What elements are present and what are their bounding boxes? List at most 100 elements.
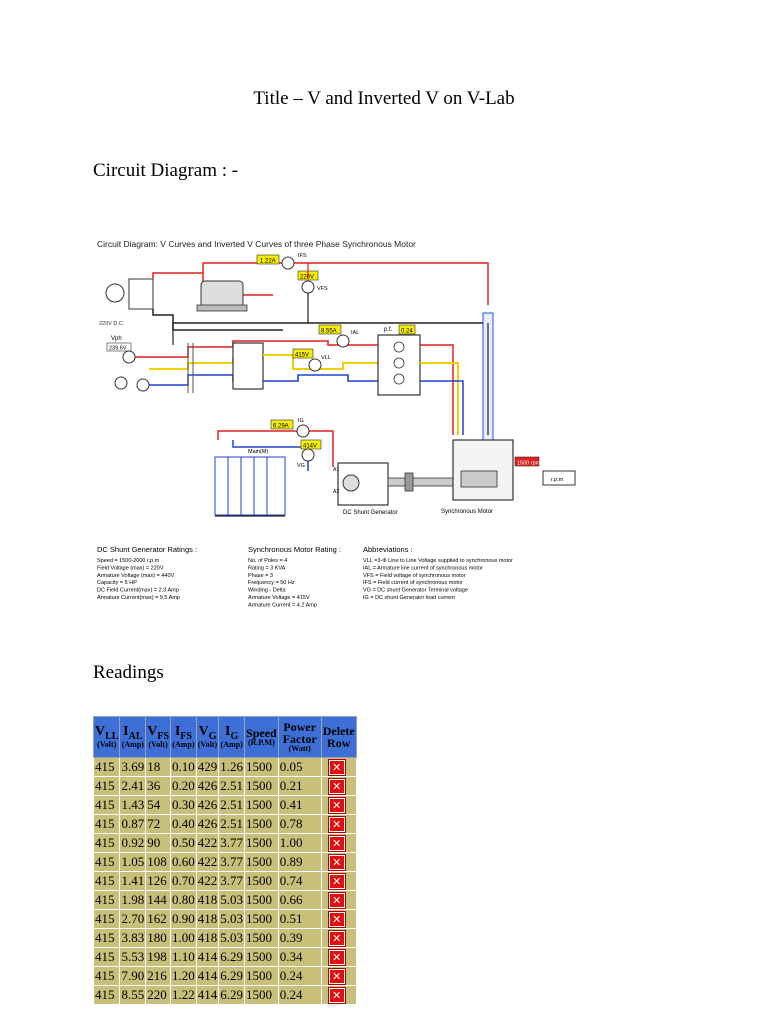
dc-gen-label: DC Shunt Generator [343, 510, 398, 516]
voltmeter-vg-icon [301, 448, 315, 462]
label-pf: p.f. [384, 327, 393, 333]
table-cell: 144 [145, 890, 172, 910]
column-header-unit: (Amp) [121, 740, 144, 750]
abbr-list-item: IAL = Armature line current of synchrono… [363, 565, 483, 571]
delete-row-button[interactable]: ✕ [327, 892, 346, 909]
table-cell: 108 [145, 852, 172, 872]
gen-a2: A2 [333, 489, 339, 495]
table-cell: 415 [92, 795, 121, 815]
table-cell: 1500 [244, 795, 279, 815]
table-cell: 2.51 [218, 776, 246, 796]
table-cell: 0.89 [277, 852, 322, 872]
table-cell: 414 [195, 966, 220, 986]
delete-row-button[interactable]: ✕ [327, 835, 346, 852]
circuit-diagram-heading: Circuit Diagram : - [93, 160, 239, 181]
delete-row-button[interactable]: ✕ [327, 854, 346, 871]
delete-row-button[interactable]: ✕ [327, 797, 346, 814]
table-cell: 5.03 [218, 909, 246, 929]
column-header-sub: FS [180, 730, 192, 742]
breaker-box [232, 342, 264, 390]
label-ifs: IFS [298, 253, 307, 259]
table-cell: 0.39 [277, 928, 322, 948]
delete-cell: ✕ [320, 890, 357, 910]
field-wire-red [152, 262, 489, 305]
delete-row-button[interactable]: ✕ [327, 873, 346, 890]
column-header-sym-text: I [225, 723, 231, 739]
meter-vll-value: 415V [295, 353, 309, 359]
table-cell: 126 [145, 871, 172, 891]
table-cell: 0.78 [277, 814, 322, 834]
sync-ratings-item: Armature Current = 4.2 Amp [248, 602, 317, 608]
table-cell: 198 [145, 947, 172, 967]
meter-ig-value: 6.29A [273, 424, 289, 430]
table-cell: 418 [195, 928, 220, 948]
table-cell: 54 [145, 795, 172, 815]
table-cell: 8.55 [119, 985, 147, 1005]
table-cell: 429 [195, 757, 220, 777]
rpm-unit-label: r.p.m [551, 477, 564, 483]
delete-row-button[interactable]: ✕ [327, 987, 346, 1004]
table-cell: 6.29 [218, 966, 246, 986]
phase-source-1-icon [122, 350, 136, 364]
abbr-list-item: IG = DC shunt Generator load current [363, 595, 455, 601]
table-cell: 0.41 [277, 795, 322, 815]
delete-row-button[interactable]: ✕ [327, 759, 346, 776]
label-vph: Vph [111, 336, 122, 342]
table-cell: 0.24 [277, 966, 322, 986]
table-cell: 1500 [244, 776, 279, 796]
meter-rpm-value: 1500 rpm [517, 461, 541, 467]
sync-ratings-item: Phase = 3 [248, 573, 273, 579]
table-cell: 3.77 [218, 833, 246, 853]
table-cell: 415 [92, 852, 121, 872]
table-cell: 415 [92, 776, 121, 796]
delete-row-button[interactable]: ✕ [327, 949, 346, 966]
delete-row-button[interactable]: ✕ [327, 930, 346, 947]
table-cell: 36 [145, 776, 172, 796]
table-cell: 1500 [244, 947, 279, 967]
table-cell: 1500 [244, 852, 279, 872]
table-cell: 5.53 [119, 947, 147, 967]
table-cell: 3.69 [119, 757, 147, 777]
meter-rpm-display [514, 456, 540, 467]
delete-row-button[interactable]: ✕ [327, 816, 346, 833]
meter-ig-display [270, 419, 294, 430]
field-wire-black [152, 309, 488, 324]
table-cell: 1.00 [277, 833, 322, 853]
column-header: Delete Row [320, 716, 357, 758]
dc-ratings-item: Armature Current(max) = 9.5 Amp [97, 595, 180, 601]
delete-cell: ✕ [320, 871, 357, 891]
table-cell: 415 [92, 909, 121, 929]
abbr-list-item: IFS = Field current of synchronous motor [363, 580, 463, 586]
table-cell: 90 [145, 833, 172, 853]
delete-cell: ✕ [320, 814, 357, 834]
table-cell: 414 [195, 985, 220, 1005]
page-title: Title – V and Inverted V on V-Lab [253, 88, 515, 109]
table-cell: 5.03 [218, 890, 246, 910]
column-header-text: Power Factor [282, 720, 317, 746]
table-cell: 1500 [244, 890, 279, 910]
table-cell: 72 [145, 814, 172, 834]
sync-motor-label: Synchronous Motor [441, 509, 493, 515]
delete-row-button[interactable]: ✕ [327, 968, 346, 985]
column-header: IAL(Amp) [119, 716, 147, 758]
table-cell: 415 [92, 890, 121, 910]
table-cell: 220 [145, 985, 172, 1005]
column-header-sub: AL [128, 730, 143, 742]
table-cell: 216 [145, 966, 172, 986]
table-cell: 0.24 [277, 985, 322, 1005]
table-cell: 18 [145, 757, 172, 777]
column-header-sub: G [208, 730, 217, 742]
meter-ial-value: 8.55A [321, 329, 337, 335]
delete-row-button[interactable]: ✕ [327, 911, 346, 928]
delete-row-button[interactable]: ✕ [327, 778, 346, 795]
dc-ratings-item: Field Voltage (max) = 220V [97, 565, 164, 571]
gen-a1: A1 [333, 467, 339, 473]
abbr-list-item: VFS = Field voltage of synchronous motor [363, 573, 466, 579]
table-cell: 1.98 [119, 890, 147, 910]
